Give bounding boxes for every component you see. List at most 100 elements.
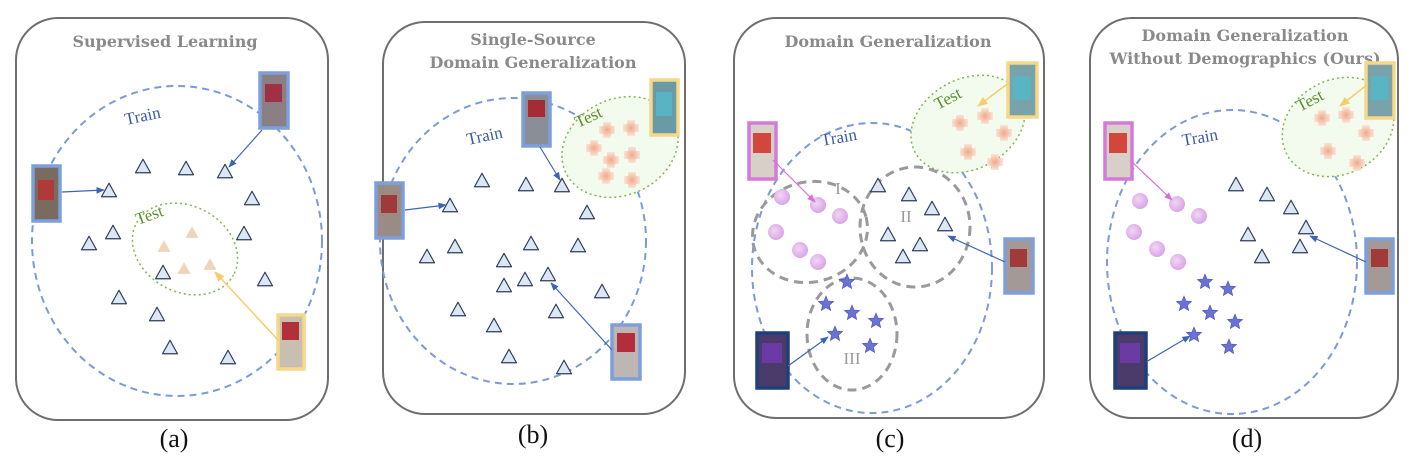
person-photo xyxy=(31,164,62,223)
circle-sample xyxy=(1132,193,1148,209)
triangle-sample xyxy=(495,252,513,268)
domain-label-1: I xyxy=(835,179,841,198)
triangle-sample xyxy=(154,264,172,280)
circle-sample xyxy=(774,189,790,205)
test-sample xyxy=(987,154,1003,170)
arrow xyxy=(772,159,816,203)
triangle-sample xyxy=(110,289,128,305)
test-sample xyxy=(996,125,1012,141)
triangle-sample xyxy=(148,306,166,322)
test-sample xyxy=(977,108,993,124)
person-photo xyxy=(1103,121,1134,181)
panel-d-caption: (d) xyxy=(1232,424,1262,453)
circle-sample xyxy=(1149,241,1165,257)
triangle-sample xyxy=(547,303,565,319)
circle-sample xyxy=(768,224,784,240)
triangle-sample xyxy=(500,348,518,364)
panel-b-title-line-1: Single-Source xyxy=(470,30,596,49)
arrow xyxy=(539,146,561,181)
panel-d-title-line-2: Without Demographics (Ours) xyxy=(1108,49,1380,68)
person-photo xyxy=(374,181,405,240)
arrow xyxy=(228,129,263,168)
triangle-sample xyxy=(539,266,557,282)
arrow xyxy=(977,81,1011,107)
panel-b: Single-Source Domain Generalization Trai… xyxy=(374,21,686,449)
triangle-sample xyxy=(495,277,513,293)
triangle-sample xyxy=(473,172,491,188)
panel-a-caption: (a) xyxy=(160,424,189,453)
train-label: Train xyxy=(1180,125,1219,150)
triangle-sample xyxy=(894,248,912,264)
triangle-sample xyxy=(1258,186,1276,202)
triangle-sample xyxy=(1282,199,1300,215)
test-ellipse xyxy=(131,202,239,296)
test-sample xyxy=(1358,125,1374,141)
triangle-sample xyxy=(517,176,535,192)
star-sample xyxy=(843,304,861,321)
triangle-sample xyxy=(185,226,199,238)
circle-sample xyxy=(1126,224,1142,240)
test-sample xyxy=(624,172,640,188)
person-photo xyxy=(747,121,778,181)
arrow xyxy=(1129,159,1173,201)
triangle-sample xyxy=(593,283,611,299)
panel-b-title-line-2: Domain Generalization xyxy=(430,53,637,72)
domain-ellipse-1 xyxy=(751,179,869,285)
star-sample xyxy=(1201,304,1219,321)
triangle-sample xyxy=(219,349,237,365)
triangle-sample xyxy=(879,226,897,242)
panel-c: Domain Generalization Train Test I II II… xyxy=(733,17,1045,453)
star-sample xyxy=(1219,280,1237,297)
triangle-sample xyxy=(1253,248,1271,264)
person-photo xyxy=(521,91,552,148)
person-photo xyxy=(258,71,290,130)
train-ellipse xyxy=(31,85,323,397)
test-sample xyxy=(599,122,615,138)
triangle-sample xyxy=(235,225,253,241)
train-label: Train xyxy=(123,103,163,129)
triangle-sample xyxy=(936,216,954,232)
circle-sample xyxy=(1191,208,1207,224)
panel-c-caption: (c) xyxy=(876,424,905,453)
star-sample xyxy=(861,337,879,354)
train-ellipse xyxy=(1106,109,1358,415)
domain-ellipse-3 xyxy=(805,276,899,392)
panel-a: Supervised Learning Train Test (a) xyxy=(15,17,329,453)
triangle-sample xyxy=(243,190,261,206)
domain-ellipse-2 xyxy=(858,165,972,289)
triangle-sample xyxy=(553,177,571,193)
triangle-sample xyxy=(900,186,918,202)
panel-d-title-line-1: Domain Generalization xyxy=(1142,26,1349,45)
triangle-sample xyxy=(216,163,234,179)
triangle-sample xyxy=(157,240,171,252)
test-sample xyxy=(586,140,602,156)
test-sample xyxy=(623,120,639,136)
arrow xyxy=(550,282,613,351)
triangle-sample xyxy=(134,158,152,174)
test-sample xyxy=(1314,110,1330,126)
arrow xyxy=(1145,335,1191,363)
person-photo xyxy=(1364,61,1396,120)
panel-c-title: Domain Generalization xyxy=(785,32,992,51)
triangle-sample xyxy=(418,248,436,264)
test-sample xyxy=(952,115,968,131)
triangle-sample xyxy=(911,236,929,252)
triangle-sample xyxy=(578,204,596,220)
panel-d: Domain Generalization Without Demographi… xyxy=(1089,17,1399,453)
test-sample xyxy=(1349,155,1365,171)
person-photo xyxy=(610,323,642,381)
person-photo xyxy=(276,313,306,371)
triangle-sample xyxy=(256,271,274,287)
triangle-sample xyxy=(923,200,941,216)
triangle-sample xyxy=(569,237,587,253)
test-sample xyxy=(1320,143,1336,159)
test-sample xyxy=(1338,107,1354,123)
circle-sample xyxy=(832,208,848,224)
star-sample xyxy=(1220,338,1238,355)
triangle-sample xyxy=(100,182,118,198)
triangle-sample xyxy=(104,224,122,240)
triangle-sample xyxy=(555,359,573,375)
triangle-sample xyxy=(485,317,503,333)
star-sample xyxy=(838,273,856,290)
